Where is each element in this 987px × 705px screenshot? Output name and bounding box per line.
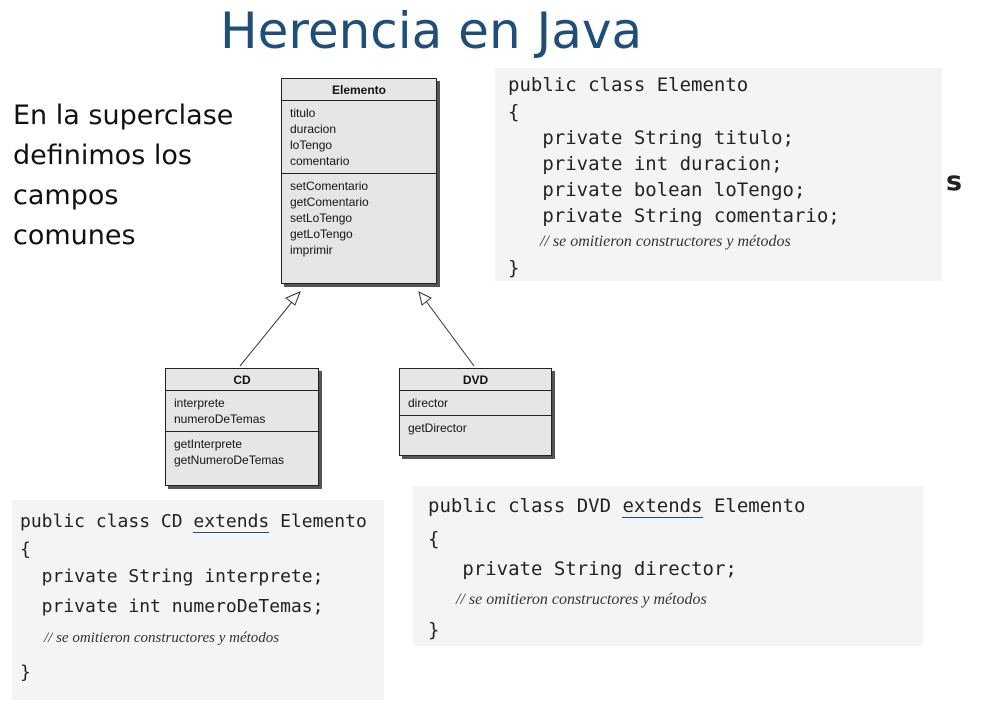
uml-class-dvd: DVD director getDirector <box>399 368 552 456</box>
arrow-cd-to-elemento <box>239 296 297 367</box>
uml-method: setLoTengo <box>290 211 353 225</box>
code-line: } <box>20 662 31 683</box>
code-block-cd: public class CD extends Elemento { priva… <box>20 511 382 696</box>
code-line: { <box>20 539 31 560</box>
scan-patch-dvd-code <box>413 486 923 646</box>
uml-fields: titulo duracion loTengo comentario <box>282 101 436 173</box>
arrowhead-dvd <box>418 291 432 306</box>
code-line: { <box>428 528 440 550</box>
slide-title: Herencia en Java <box>220 2 643 60</box>
code-comment: // se omitieron constructores y métodos <box>540 233 791 250</box>
arrowhead-cd <box>285 291 301 306</box>
uml-field: titulo <box>290 106 316 120</box>
extends-keyword: extends <box>622 495 703 518</box>
uml-class-name: DVD <box>400 369 551 391</box>
code-text: Elemento <box>269 511 367 532</box>
side-text-line: En la superclase <box>13 100 234 131</box>
uml-fields: director <box>400 391 551 415</box>
uml-class-elemento: Elemento titulo duracion loTengo comenta… <box>281 78 437 284</box>
code-line: private String titulo; <box>508 127 794 149</box>
uml-field: interprete <box>174 396 225 410</box>
code-line: private String interprete; <box>20 566 324 587</box>
uml-methods: setComentario getComentario setLoTengo g… <box>282 173 436 262</box>
arrow-dvd-to-elemento <box>422 296 475 367</box>
side-description: En la superclase definimos los campos co… <box>13 96 248 256</box>
uml-methods: getDirector <box>400 415 551 440</box>
extends-keyword: extends <box>193 511 270 533</box>
code-line: private int duracion; <box>508 153 783 175</box>
code-comment: // se omitieron constructores y métodos <box>456 591 707 608</box>
code-line: private String comentario; <box>508 205 840 227</box>
side-text-line: definimos los <box>13 140 192 171</box>
code-line: } <box>508 257 520 279</box>
code-text: public class DVD <box>428 495 623 517</box>
uml-method: setComentario <box>290 179 369 193</box>
uml-method: getNumeroDeTemas <box>174 453 285 467</box>
code-line: private bolean loTengo; <box>508 179 806 201</box>
uml-method: getLoTengo <box>290 227 353 241</box>
uml-fields: interprete numeroDeTemas <box>166 391 318 431</box>
uml-field: loTengo <box>290 138 333 152</box>
code-text: public class CD <box>20 511 194 532</box>
code-block-dvd: public class DVD extends Elemento { priv… <box>428 495 918 645</box>
uml-class-name: Elemento <box>282 79 436 101</box>
code-line: public class CD extends Elemento <box>20 511 367 533</box>
code-block-elemento: public class Elemento { private String t… <box>508 74 938 279</box>
uml-method: getComentario <box>290 195 369 209</box>
code-comment: // se omitieron constructores y métodos <box>44 630 280 646</box>
code-line: } <box>428 619 440 641</box>
uml-field: director <box>408 396 449 410</box>
code-text: Elemento <box>702 495 806 517</box>
uml-class-name: CD <box>166 369 318 391</box>
code-line: { <box>508 101 520 123</box>
uml-method: getDirector <box>408 421 467 435</box>
uml-field: duracion <box>290 122 337 136</box>
uml-field: comentario <box>290 154 350 168</box>
uml-method: getInterprete <box>174 437 243 451</box>
code-line: public class Elemento <box>508 74 749 96</box>
cut-off-letter: s <box>946 166 963 197</box>
code-line: private String director; <box>428 558 737 580</box>
scan-patch-cd-code <box>12 500 384 700</box>
code-line: private int numeroDeTemas; <box>20 596 324 617</box>
scan-patch-elemento-code <box>495 68 942 281</box>
side-text-line: campos <box>13 180 119 211</box>
uml-methods: getInterprete getNumeroDeTemas <box>166 431 318 472</box>
uml-field: numeroDeTemas <box>174 412 266 426</box>
uml-class-cd: CD interprete numeroDeTemas getInterpret… <box>165 368 319 486</box>
side-text-line: comunes <box>13 220 136 251</box>
uml-method: imprimir <box>290 243 333 257</box>
code-line: public class DVD extends Elemento <box>428 495 806 518</box>
